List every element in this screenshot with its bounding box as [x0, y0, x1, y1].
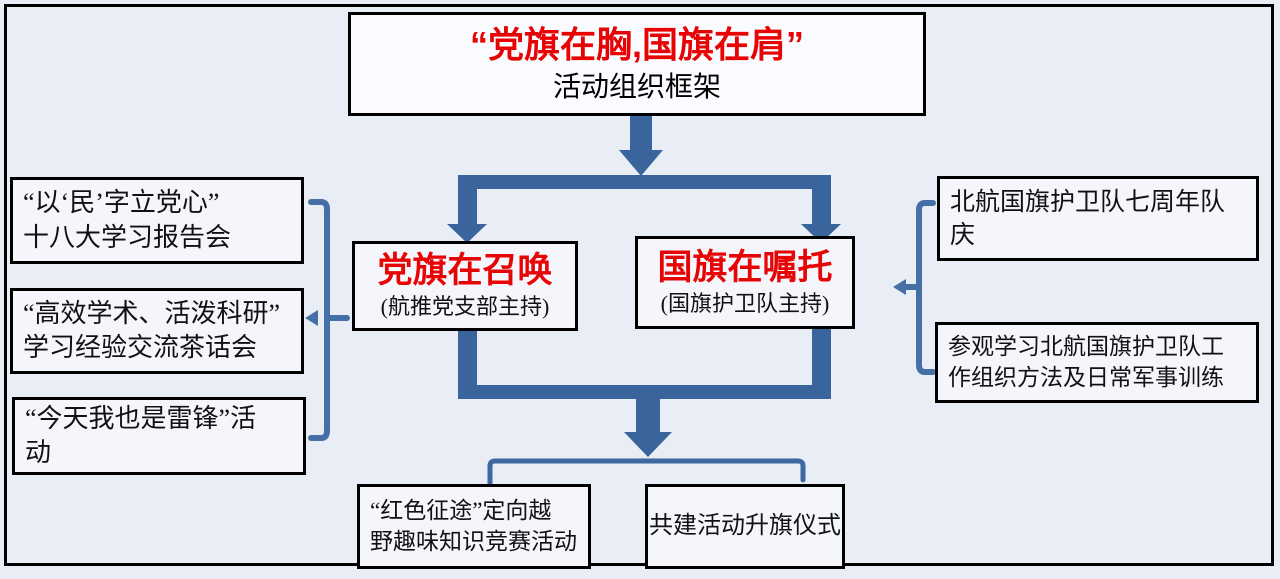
left-activity-label: “高效学术、活泼科研” 学习经验交流茶话会	[23, 298, 281, 362]
split-left-arrow-head	[447, 224, 487, 243]
joint-activity-label: 共建活动升旗仪式	[649, 512, 841, 539]
branch-national-flag: 国旗在嘱托 (国旗护卫队主持)	[635, 236, 855, 329]
joint-activity-flag-ceremony: 共建活动升旗仪式	[645, 484, 845, 569]
left-brace-arrow	[305, 310, 318, 326]
split-right-arrow-head	[801, 224, 841, 243]
title-subtitle: 活动组织框架	[552, 72, 721, 104]
bottom-arrow-head	[624, 432, 672, 457]
right-brace-arrow	[893, 279, 906, 295]
left-activity-tea-party: “高效学术、活泼科研” 学习经验交流茶话会	[10, 288, 304, 374]
branch-party-flag: 党旗在召唤 (航推党支部主持)	[352, 241, 578, 331]
top-arrow-stem	[630, 116, 652, 152]
top-arrow-head	[619, 150, 663, 176]
branch-party-subheading: (航推党支部主持)	[380, 294, 550, 320]
title-main: “党旗在胸,国旗在肩”	[469, 23, 804, 65]
joint-activity-orienteering: “红色征途”定向越 野趣味知识竞赛活动	[357, 484, 591, 569]
left-activity-label: “今天我也是雷锋”活 动	[25, 403, 257, 467]
left-activity-leifeng: “今天我也是雷锋”活 动	[12, 397, 306, 475]
left-activity-report-meeting: “以‘民’字立党心” 十八大学习报告会	[10, 177, 304, 264]
outer-frame	[4, 4, 1274, 566]
bottom-arrow-stem	[636, 399, 660, 434]
bottom-bracket	[487, 458, 806, 488]
branch-national-heading: 国旗在嘱托	[657, 247, 833, 287]
branch-national-subheading: (国旗护卫队主持)	[660, 290, 830, 316]
merge-left-stem	[458, 331, 477, 399]
joint-activity-label: “红色征途”定向越 野趣味知识竞赛活动	[370, 498, 577, 554]
merge-bar	[458, 385, 831, 399]
left-activity-label: “以‘民’字立党心” 十八大学习报告会	[23, 188, 232, 252]
right-activity-label: 北航国旗护卫队七周年队庆	[950, 188, 1226, 249]
branch-party-heading: 党旗在召唤	[377, 251, 553, 291]
split-bar	[458, 175, 831, 189]
title-box: “党旗在胸,国旗在肩” 活动组织框架	[348, 12, 926, 116]
right-activity-visit-training: 参观学习北航国旗护卫队工 作组织方法及日常军事训练	[935, 322, 1259, 403]
merge-right-stem	[812, 329, 831, 399]
right-activity-label: 参观学习北航国旗护卫队工 作组织方法及日常军事训练	[948, 334, 1224, 390]
split-right-stem	[812, 175, 831, 226]
right-activity-anniversary: 北航国旗护卫队七周年队庆	[937, 176, 1259, 261]
split-left-stem	[458, 175, 477, 226]
